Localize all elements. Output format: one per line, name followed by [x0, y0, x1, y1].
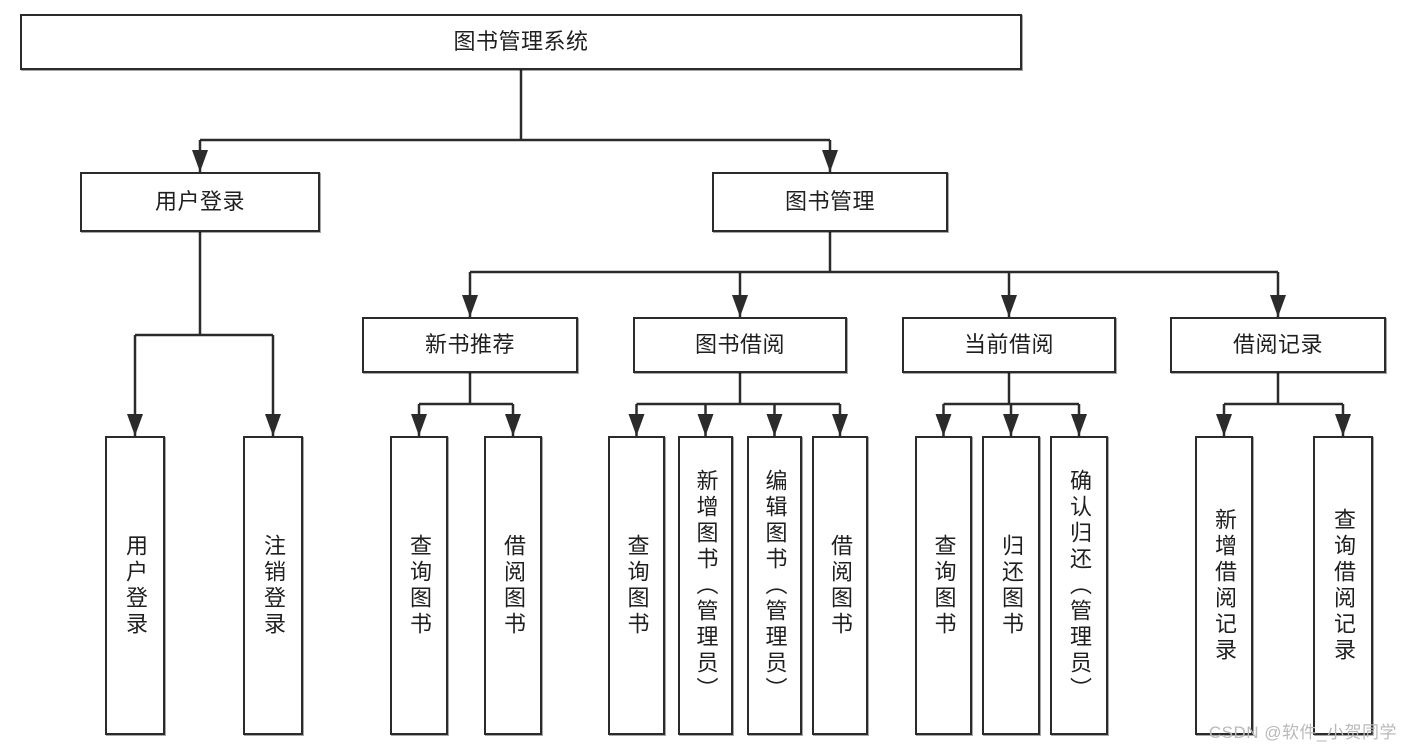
connector-arrowhead	[832, 414, 848, 436]
node-label: 查询图书	[931, 533, 957, 638]
node-l-query2[interactable]: 查询图书	[608, 436, 665, 735]
node-l-addrec[interactable]: 新增借阅记录	[1195, 436, 1253, 735]
connector-arrowhead	[1335, 414, 1351, 436]
connector-arrowhead	[766, 414, 783, 436]
node-newbook[interactable]: 新书推荐	[362, 317, 578, 373]
connector-arrowhead	[462, 295, 478, 317]
connector-arrowhead	[505, 414, 521, 436]
node-borrow[interactable]: 图书借阅	[633, 317, 847, 373]
node-label: 注销登录	[260, 533, 286, 638]
node-login[interactable]: 用户登录	[80, 172, 320, 232]
node-label: 借阅图书	[827, 533, 853, 638]
node-l-login[interactable]: 用户登录	[105, 436, 165, 735]
node-l-add[interactable]: 新增图书（管理员）	[678, 436, 733, 735]
node-label: 新增图书（管理员）	[693, 468, 719, 703]
node-l-return[interactable]: 归还图书	[982, 436, 1040, 735]
connector-arrowhead	[127, 414, 143, 436]
node-root[interactable]: 图书管理系统	[20, 14, 1022, 70]
connector-arrowhead	[1071, 414, 1087, 436]
node-label: 借阅图书	[500, 533, 526, 638]
node-label: 图书管理	[784, 189, 875, 215]
connector-arrowhead	[697, 414, 714, 436]
node-l-edit[interactable]: 编辑图书（管理员）	[747, 436, 802, 735]
connector-arrowhead	[1001, 295, 1017, 317]
node-label: 新增借阅记录	[1211, 507, 1237, 664]
node-label: 新书推荐	[424, 332, 515, 358]
node-label: 用户登录	[122, 533, 148, 638]
node-l-queryrec[interactable]: 查询借阅记录	[1313, 436, 1373, 735]
connector-arrowhead	[192, 150, 208, 172]
node-bookmgmt[interactable]: 图书管理	[712, 172, 948, 232]
node-l-query3[interactable]: 查询图书	[915, 436, 972, 735]
connector-arrowhead	[822, 150, 838, 172]
connector-arrowhead	[265, 414, 281, 436]
connector-arrowhead	[628, 414, 645, 436]
node-label: 归还图书	[998, 533, 1024, 638]
connector-arrowhead	[1216, 414, 1232, 436]
node-label: 当前借阅	[963, 332, 1054, 358]
node-l-borrow2[interactable]: 借阅图书	[812, 436, 868, 735]
node-label: 查询图书	[624, 533, 650, 638]
connector-arrowhead	[732, 295, 748, 317]
node-l-borrow1[interactable]: 借阅图书	[484, 436, 542, 735]
node-label: 借阅记录	[1232, 332, 1323, 358]
node-l-logout[interactable]: 注销登录	[243, 436, 303, 735]
connector-arrowhead	[411, 414, 427, 436]
node-l-query1[interactable]: 查询图书	[390, 436, 448, 735]
watermark: CSDN @软件_小贺同学	[1208, 723, 1397, 742]
node-label: 图书借阅	[694, 332, 785, 358]
node-label: 查询图书	[406, 533, 432, 638]
node-records[interactable]: 借阅记录	[1170, 317, 1386, 373]
node-l-confirm[interactable]: 确认归还（管理员）	[1050, 436, 1108, 735]
node-current[interactable]: 当前借阅	[902, 317, 1116, 373]
node-label: 用户登录	[154, 189, 245, 215]
connector-arrowhead	[1003, 414, 1019, 436]
node-label: 编辑图书（管理员）	[762, 468, 788, 703]
node-label: 图书管理系统	[453, 29, 589, 55]
node-label: 确认归还（管理员）	[1066, 468, 1092, 703]
connector-arrowhead	[935, 414, 952, 436]
node-label: 查询借阅记录	[1330, 507, 1356, 664]
connector-arrowhead	[1270, 295, 1286, 317]
